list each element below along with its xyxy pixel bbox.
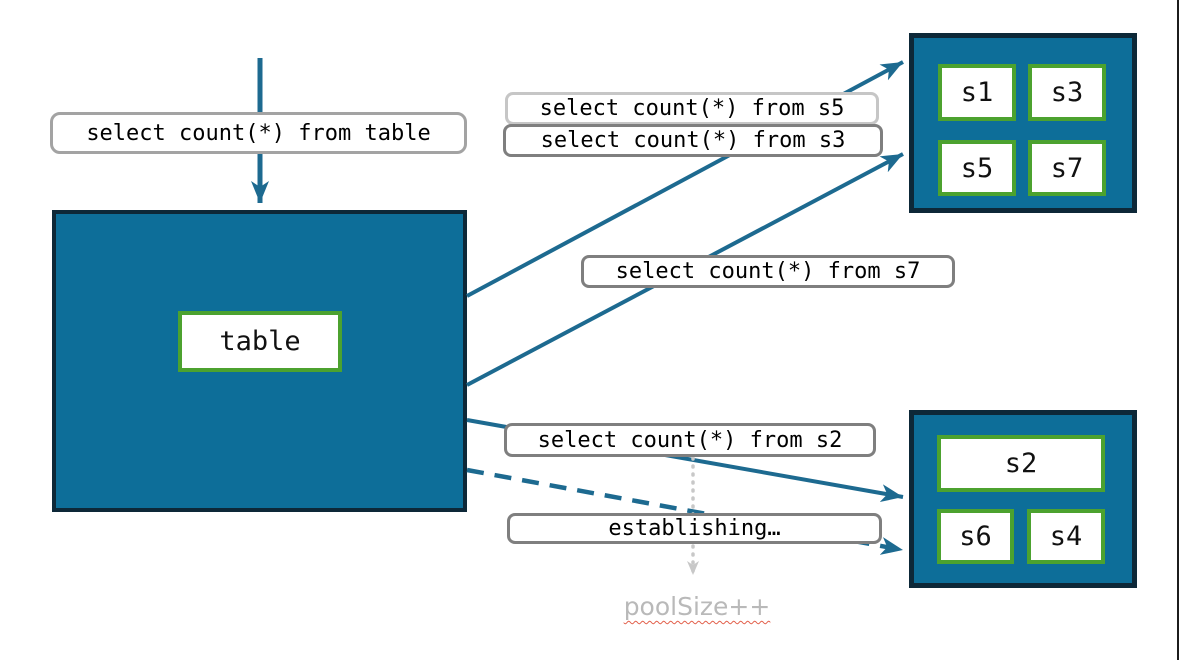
query-label-table-text: select count(*) from table — [86, 120, 431, 146]
shard-s6-box: s6 — [937, 509, 1014, 564]
query-label-s3: select count(*) from s3 — [503, 124, 883, 157]
query-label-table: select count(*) from table — [50, 112, 467, 154]
shard-pool-top-box: s1 s3 s5 s7 — [909, 33, 1137, 213]
shard-s2-label: s2 — [1004, 448, 1038, 479]
query-label-s2-text: select count(*) from s2 — [537, 427, 843, 453]
establishing-label: establishing… — [507, 513, 882, 544]
shard-s1-box: s1 — [938, 64, 1016, 121]
shard-s4-label: s4 — [1049, 521, 1083, 552]
table-box: table — [178, 311, 342, 372]
shard-s3-box: s3 — [1028, 64, 1106, 121]
shard-s3-label: s3 — [1050, 77, 1084, 108]
query-label-s7: select count(*) from s7 — [581, 255, 955, 288]
query-label-s3-text: select count(*) from s3 — [540, 128, 846, 153]
query-label-s7-text: select count(*) from s7 — [615, 259, 921, 284]
shard-s4-box: s4 — [1027, 509, 1105, 564]
shard-s7-box: s7 — [1028, 140, 1106, 196]
shard-s1-label: s1 — [960, 77, 994, 108]
establishing-label-text: establishing… — [608, 516, 781, 541]
shard-s6-label: s6 — [959, 521, 992, 552]
query-label-s5: select count(*) from s5 — [505, 92, 879, 125]
shard-s5-label: s5 — [960, 152, 994, 184]
query-label-s2: select count(*) from s2 — [504, 423, 876, 457]
table-connection-pool-box: table — [52, 210, 467, 512]
slide-edge-line — [1177, 0, 1179, 660]
shard-s7-label: s7 — [1050, 152, 1084, 184]
query-label-s5-text: select count(*) from s5 — [539, 96, 845, 121]
shard-pool-bottom-box: s2 s6 s4 — [909, 410, 1137, 588]
poolsize-note-text: poolSize++ — [623, 592, 771, 621]
shard-s2-box: s2 — [937, 435, 1105, 492]
poolsize-note: poolSize++ — [607, 592, 787, 621]
shard-s5-box: s5 — [938, 140, 1016, 196]
table-label: table — [219, 326, 301, 357]
